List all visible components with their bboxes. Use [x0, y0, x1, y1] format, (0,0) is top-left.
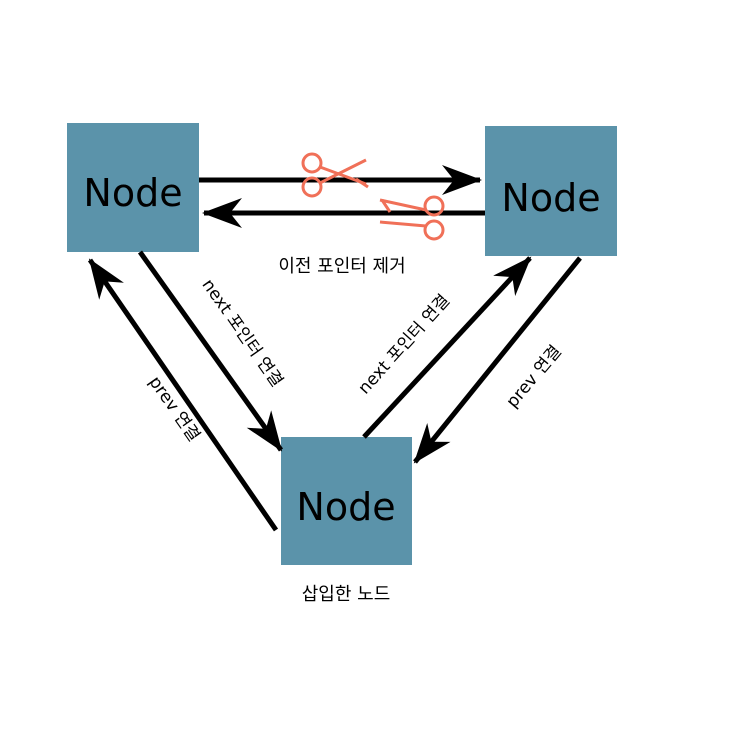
- remove-prev-pointer-label: 이전 포인터 제거: [278, 256, 405, 277]
- arrow-next-right: [362, 256, 532, 439]
- node-bottom-label: Node: [296, 485, 395, 529]
- scissors-icon: [379, 195, 445, 241]
- node-bottom: Node: [281, 437, 412, 565]
- arrow-prev-left: [87, 258, 279, 532]
- node-top-left-label: Node: [83, 171, 182, 215]
- inserted-node-label: 삽입한 노드: [302, 584, 391, 605]
- node-top-left: Node: [67, 123, 199, 252]
- node-top-right-label: Node: [501, 176, 600, 220]
- arrow-next-left: [137, 250, 284, 452]
- node-top-right: Node: [485, 126, 617, 256]
- prev-link-right-label: prev 연결: [503, 342, 566, 412]
- next-link-right-label: next 포인터 연결: [354, 291, 454, 399]
- arrow-prev-right: [413, 256, 582, 464]
- scissors-icon: [301, 152, 369, 198]
- next-link-left-label: next 포인터 연결: [198, 276, 287, 391]
